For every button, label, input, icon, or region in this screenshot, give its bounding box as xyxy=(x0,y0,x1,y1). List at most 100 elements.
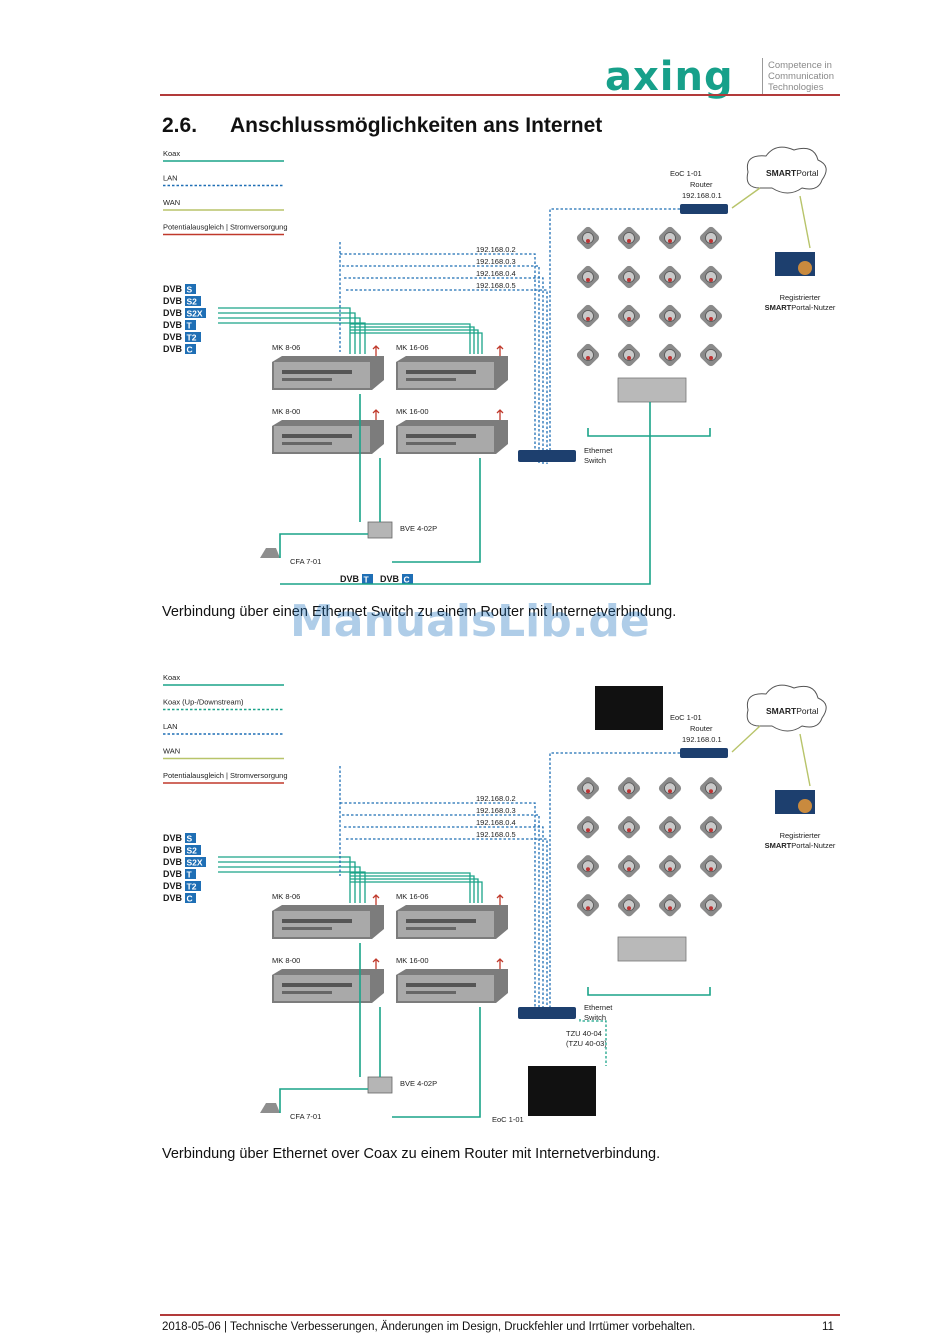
eoc-device-bottom xyxy=(528,1066,596,1116)
dvb-source-t-dvb: DVB xyxy=(163,320,183,330)
mk-16-00-front xyxy=(398,975,494,1001)
dvb-source-c-dvb: DVB xyxy=(163,893,183,903)
antenna-outlet-jack xyxy=(627,789,631,794)
caption-diagram-2: Verbindung über Ethernet over Coax zu ei… xyxy=(162,1146,661,1162)
antenna-outlet-face xyxy=(582,232,594,244)
router-label-1: EoC 1-01 xyxy=(670,713,702,722)
antenna-outlet-face xyxy=(705,310,717,322)
antenna-outlet-jack xyxy=(668,317,672,321)
dvb-source-t-badge xyxy=(185,869,196,879)
coax-line xyxy=(587,428,711,437)
dvb-source-s-badge xyxy=(185,833,196,843)
section-heading: Anschlussmöglichkeiten ans Internet xyxy=(230,114,603,137)
feed-line xyxy=(350,875,475,903)
mk-8-06-power-arrow xyxy=(372,894,380,905)
feed-line xyxy=(218,861,356,903)
antenna-outlet-face xyxy=(664,860,676,873)
antenna-outlet-face xyxy=(623,349,635,361)
lan-line xyxy=(344,826,544,1013)
mk-16-06-power-arrow xyxy=(496,345,504,356)
watermark: ManualsLib.de xyxy=(290,596,650,647)
antenna-outlet-jack xyxy=(586,278,590,282)
antenna-outlet-jack xyxy=(709,356,713,360)
mk-8-00-ports xyxy=(282,434,352,438)
dvb-source-c-sub: C xyxy=(187,345,193,355)
antenna-outlet-face xyxy=(623,271,635,283)
user-label-1: Registrierter xyxy=(780,831,821,840)
mk-8-06-label: MK 8-06 xyxy=(272,892,300,901)
smart-portal-label: SMARTPortal xyxy=(766,706,819,716)
wan-line xyxy=(799,195,811,249)
dvb-source-t2-badge xyxy=(185,332,201,342)
splitter xyxy=(617,936,687,962)
coax-line xyxy=(392,458,481,563)
lan-line xyxy=(549,752,680,1007)
coax-line xyxy=(392,1007,481,1118)
antenna-outlet-face xyxy=(664,782,676,795)
antenna-outlet-face xyxy=(623,821,635,834)
footer-disclaimer: 2018-05-06 | Technische Verbesserungen, … xyxy=(162,1321,696,1333)
mk-8-00-power-arrow xyxy=(372,409,380,420)
antenna-outlet-face xyxy=(623,899,635,912)
ip-label: 192.168.0.4 xyxy=(476,818,516,827)
mk-8-00-label: MK 8-00 xyxy=(272,956,300,965)
eoc-device-top xyxy=(595,686,663,730)
legend-label: LAN xyxy=(163,722,178,731)
cfa-label: CFA 7-01 xyxy=(290,1112,321,1121)
dvb-source-s2x-sub: S2X xyxy=(187,309,203,319)
lan-line xyxy=(346,289,548,464)
antenna-outlet-jack xyxy=(627,317,631,321)
legend-label: Koax xyxy=(163,673,180,682)
ip-label: 192.168.0.2 xyxy=(476,245,516,254)
antenna-outlet-jack xyxy=(709,867,713,872)
antenna-outlet-face xyxy=(582,860,594,873)
mk-16-00-ports xyxy=(406,983,476,987)
antenna-outlet-jack xyxy=(668,867,672,872)
dvb-out-t-dvb: DVB xyxy=(340,574,360,584)
dvb-source-t2-sub: T2 xyxy=(187,882,197,892)
dvb-out-c-badge xyxy=(402,574,413,584)
logo-divider xyxy=(762,58,763,94)
mk-8-06-ports xyxy=(282,370,352,374)
feed-line xyxy=(218,312,356,354)
tzu-label-2: (TZU 40-03) xyxy=(566,1039,607,1048)
router-label-3: 192.168.0.1 xyxy=(682,735,722,744)
mk-8-06-ports xyxy=(282,919,352,923)
legend-label: Koax xyxy=(163,149,180,158)
mk-16-00-ports-2 xyxy=(406,991,456,994)
antenna-outlet-jack xyxy=(668,278,672,282)
switch-label-1: Ethernet xyxy=(584,1003,613,1012)
mk-16-06-ports xyxy=(406,370,476,374)
eoc-bottom-label: EoC 1-01 xyxy=(492,1115,524,1124)
antenna-outlet-jack xyxy=(586,239,590,243)
bve-label: BVE 4-02P xyxy=(400,1079,437,1088)
feed-line xyxy=(218,871,366,903)
wan-line xyxy=(731,725,761,753)
antenna-outlet-jack xyxy=(709,828,713,833)
antenna-outlet-jack xyxy=(586,356,590,360)
dvb-source-s2x-badge xyxy=(185,308,206,318)
feed-line xyxy=(350,332,483,354)
lan-line xyxy=(340,253,536,464)
antenna-outlet-face xyxy=(623,310,635,322)
antenna-outlet-jack xyxy=(709,278,713,282)
dvb-source-s-dvb: DVB xyxy=(163,833,183,843)
mk-16-06-front xyxy=(398,362,494,388)
lan-line xyxy=(340,802,536,1013)
legend-label: LAN xyxy=(163,174,178,183)
antenna-outlet-face xyxy=(582,899,594,912)
antenna-outlet-face xyxy=(664,310,676,322)
dvb-source-t2-dvb: DVB xyxy=(163,881,183,891)
antenna-outlet-face xyxy=(623,782,635,795)
dvb-source-s2-dvb: DVB xyxy=(163,296,183,306)
mk-16-00-power-arrow xyxy=(496,409,504,420)
mk-16-00-label: MK 16-00 xyxy=(396,407,429,416)
cfa-label: CFA 7-01 xyxy=(290,557,321,566)
dvb-source-s2x-badge xyxy=(185,857,206,867)
antenna-outlet-face xyxy=(705,821,717,834)
lan-line xyxy=(549,208,680,450)
antenna-outlet-jack xyxy=(627,356,631,360)
caption-diagram-1: Verbindung über einen Ethernet Switch zu… xyxy=(162,604,677,620)
logo-tagline: Competence in Communication Technologies xyxy=(768,60,834,93)
antenna-outlet-jack xyxy=(668,239,672,243)
